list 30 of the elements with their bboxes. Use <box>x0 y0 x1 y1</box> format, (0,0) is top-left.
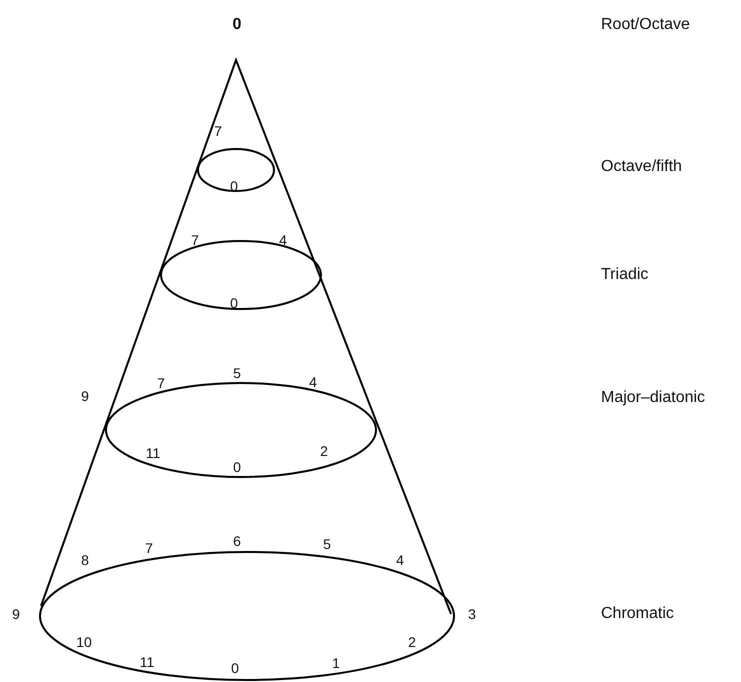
pitch-class-number: 11 <box>140 655 154 669</box>
pitch-class-number: 2 <box>320 444 328 458</box>
pitch-class-number: 6 <box>233 534 241 548</box>
pitch-class-number: 4 <box>279 233 287 247</box>
level-name: Octave/fifth <box>601 159 682 175</box>
pitch-class-number: 0 <box>232 17 242 33</box>
pitch-class-number: 0 <box>230 296 238 310</box>
pitch-class-number: 0 <box>233 460 241 474</box>
pitch-class-number: 9 <box>12 607 20 621</box>
pitch-class-number: 10 <box>76 635 92 649</box>
pitch-class-number: 7 <box>214 124 222 138</box>
pitch-class-number: 7 <box>157 376 165 390</box>
pitch-class-number: 5 <box>323 537 331 551</box>
pitch-class-number: 11 <box>146 446 160 460</box>
pitch-class-number: 4 <box>396 553 404 567</box>
pitch-class-number: 7 <box>191 233 199 247</box>
pitch-class-number: 1 <box>332 656 340 670</box>
pitch-class-number: 4 <box>309 375 317 389</box>
pitch-class-number: 2 <box>408 635 416 649</box>
level-name: Chromatic <box>601 606 674 622</box>
pitch-class-number: 0 <box>231 661 239 675</box>
pitch-class-number: 0 <box>230 179 238 193</box>
pitch-class-number: 3 <box>468 607 476 621</box>
level-name: Root/Octave <box>601 17 690 33</box>
pitch-class-number: 5 <box>233 366 241 380</box>
pitch-class-number: 8 <box>81 553 89 567</box>
pitch-class-number: 9 <box>81 389 89 403</box>
pitch-class-number: 7 <box>145 541 153 555</box>
level-name: Major–diatonic <box>601 390 706 406</box>
level-name: Triadic <box>601 267 648 283</box>
